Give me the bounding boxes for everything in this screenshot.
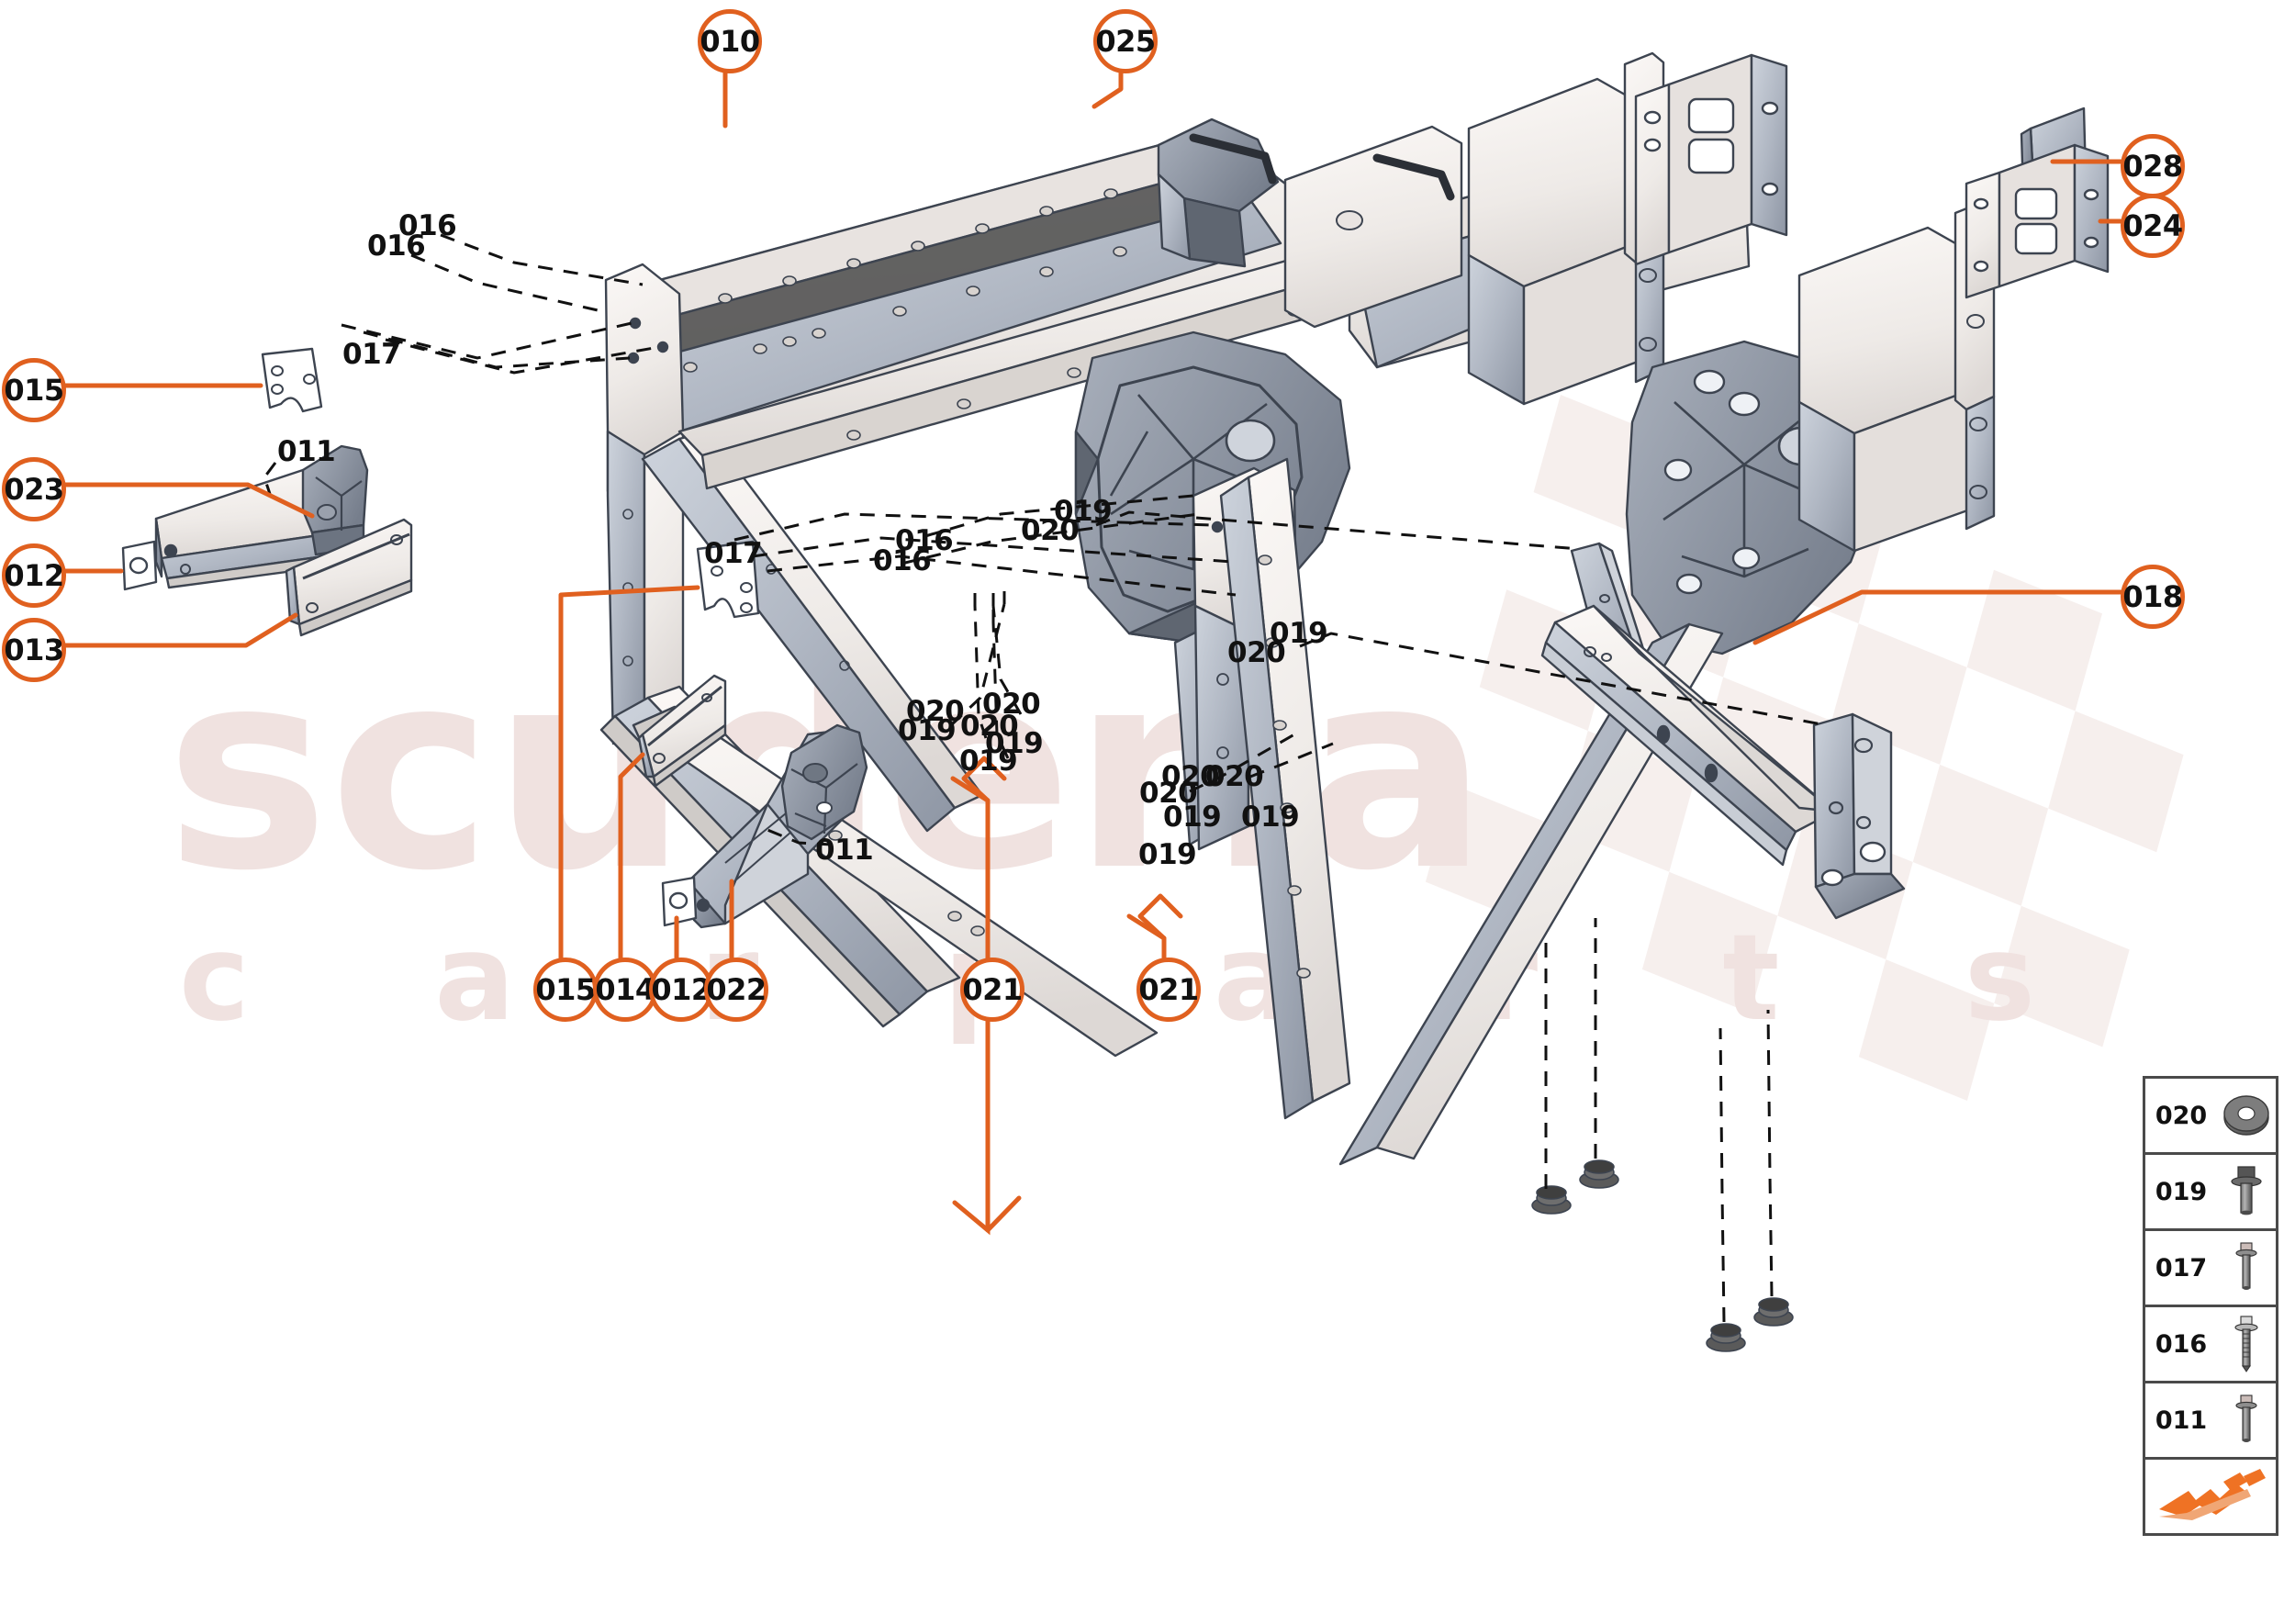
callout-018[interactable]: 018 (2121, 565, 2185, 629)
legend-code-020: 020 (2155, 1101, 2208, 1130)
legend-row-020: 020 (2145, 1079, 2276, 1155)
leader-label-020-a: 020 (1021, 514, 1080, 547)
leader-label-019-b: 019 (1270, 617, 1328, 650)
leader-label-019-c: 019 (898, 714, 957, 747)
callout-012-left[interactable]: 012 (2, 543, 66, 608)
leader-label-011-b: 011 (815, 834, 874, 867)
flange-bolt-icon-011 (2217, 1392, 2276, 1449)
hex-flange-bolt-icon (2217, 1163, 2276, 1220)
leader-label-019-a: 019 (1054, 495, 1113, 528)
leader-label-020-f: 020 (1139, 777, 1198, 810)
part-015-notched-mounting-plate-center (696, 540, 760, 619)
leader-label-016-c: 016 (895, 524, 954, 557)
callout-015-upper[interactable]: 015 (2, 358, 66, 422)
part-021-bolt-washer-kit-left (1531, 1159, 1619, 1215)
callout-013[interactable]: 013 (2, 618, 66, 682)
callout-leader-lines (54, 62, 2123, 960)
part-015-notched-mounting-plate (261, 347, 323, 413)
part-012-small-square-plate-left (121, 540, 158, 591)
leader-label-019-f: 019 (1241, 801, 1300, 834)
leader-label-017-a: 017 (342, 338, 401, 371)
part-012-small-square-plate-bottom (661, 876, 698, 927)
part-014-angled-channel-bracket (637, 674, 727, 788)
legend-row-brand (2145, 1460, 2276, 1533)
checkered-arrow-icon (2145, 1469, 2276, 1524)
part-018-rear-crossmember-assembly (1540, 542, 1906, 920)
leader-label-019-d: 019 (985, 727, 1044, 760)
leader-label-020-c: 020 (906, 695, 965, 728)
callout-010[interactable]: 010 (698, 9, 762, 73)
callout-024[interactable]: 024 (2121, 194, 2185, 258)
leader-label-016-a: 016 (398, 209, 457, 242)
legend-row-019: 019 (2145, 1155, 2276, 1231)
fastener-legend-table: 020 019 017 (2143, 1076, 2278, 1536)
threaded-bolt-icon (2217, 1314, 2276, 1374)
legend-row-016: 016 (2145, 1307, 2276, 1383)
leader-label-020-e: 020 (960, 710, 1019, 743)
callout-021-left[interactable]: 021 (960, 958, 1024, 1022)
callout-021-right[interactable]: 021 (1136, 958, 1201, 1022)
main-chassis-frame-010 (599, 51, 1996, 1166)
dashed-leader-lines (263, 233, 1828, 1323)
legend-code-016: 016 (2155, 1329, 2208, 1359)
callout-015-lower[interactable]: 015 (533, 958, 598, 1022)
leader-label-020-g: 020 (1205, 760, 1264, 793)
leader-label-016-b: 016 (367, 230, 426, 263)
callout-022[interactable]: 022 (704, 958, 768, 1022)
part-023-right-rear-cast-bracket (154, 444, 369, 589)
part-021-bolt-washer-kit-right (1706, 1297, 1794, 1352)
callout-012-bottom[interactable]: 012 (649, 958, 713, 1022)
legend-row-017: 017 (2145, 1231, 2276, 1307)
part-025-rear-mount-plate-left (1634, 53, 1788, 266)
leader-label-017-b: 017 (704, 537, 763, 570)
part-024-rear-mount-plate-right (1965, 143, 2110, 299)
part-013-long-flat-bracket (285, 518, 413, 637)
leader-label-020-b: 020 (1227, 636, 1286, 669)
legend-row-011: 011 (2145, 1383, 2276, 1460)
leader-label-020-h: 020 (1161, 760, 1220, 793)
callout-023[interactable]: 023 (2, 457, 66, 521)
leader-label-020-d: 020 (982, 688, 1041, 721)
callout-028[interactable]: 028 (2121, 134, 2185, 198)
callout-025[interactable]: 025 (1093, 9, 1158, 73)
flange-bolt-icon-017 (2217, 1239, 2276, 1296)
part-022-left-rear-cast-bracket (687, 723, 868, 929)
legend-code-017: 017 (2155, 1253, 2208, 1282)
washer-icon (2217, 1092, 2276, 1139)
callout-014[interactable]: 014 (593, 958, 657, 1022)
leader-label-019-e: 019 (959, 745, 1018, 778)
leader-label-019-g: 019 (1163, 801, 1222, 834)
leader-label-011-a: 011 (277, 435, 336, 468)
leader-label-019-h: 019 (1138, 838, 1197, 871)
legend-code-019: 019 (2155, 1177, 2208, 1206)
legend-code-011: 011 (2155, 1406, 2208, 1435)
leader-label-016-d: 016 (873, 544, 932, 577)
